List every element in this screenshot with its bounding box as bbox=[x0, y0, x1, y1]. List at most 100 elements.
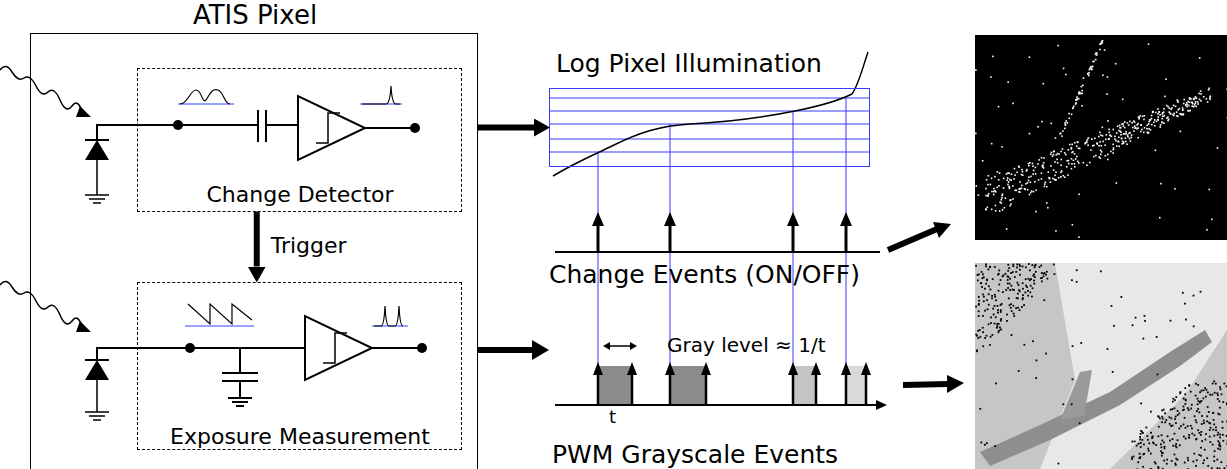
noise-dot bbox=[1040, 277, 1042, 279]
noise-dot bbox=[1201, 423, 1203, 425]
noise-dot bbox=[998, 273, 1000, 275]
event-dot bbox=[1068, 118, 1070, 120]
noise-dot bbox=[1021, 306, 1023, 308]
event-dot bbox=[1021, 188, 1023, 190]
noise-dot bbox=[1026, 286, 1028, 288]
event-dot bbox=[1200, 93, 1202, 95]
event-dot bbox=[1199, 57, 1201, 59]
event-dot bbox=[1099, 49, 1101, 51]
event-dot bbox=[1058, 177, 1060, 179]
event-dot bbox=[1041, 157, 1043, 159]
noise-dot bbox=[1187, 468, 1189, 469]
event-dot bbox=[1177, 116, 1179, 118]
event-dot bbox=[1176, 111, 1178, 113]
event-dot bbox=[1115, 63, 1117, 65]
event-dot bbox=[1013, 178, 1015, 180]
noise-dot bbox=[1022, 265, 1024, 267]
noise-dot bbox=[1152, 436, 1154, 438]
event-dot bbox=[1159, 111, 1161, 113]
event-dot bbox=[1074, 142, 1076, 144]
event-dot bbox=[1064, 152, 1066, 154]
event-dot bbox=[1035, 189, 1037, 191]
plot-label: PWM Grayscale Events bbox=[552, 440, 838, 469]
event-dot bbox=[1037, 126, 1039, 128]
noise-dot bbox=[1080, 342, 1082, 344]
wire bbox=[372, 347, 422, 349]
event-dot bbox=[1157, 108, 1159, 110]
noise-dot bbox=[1205, 396, 1207, 398]
noise-dot bbox=[1039, 266, 1041, 268]
event-dot bbox=[1016, 172, 1018, 174]
noise-dot bbox=[1002, 274, 1004, 276]
output-arrow bbox=[903, 384, 948, 385]
noise-dot bbox=[1184, 393, 1186, 395]
event-dot bbox=[1052, 178, 1054, 180]
noise-dot bbox=[1217, 394, 1219, 396]
noise-dot bbox=[1212, 429, 1214, 431]
event-dot bbox=[1108, 138, 1110, 140]
event-dot bbox=[1117, 141, 1119, 143]
noise-dot bbox=[1156, 336, 1158, 338]
event-dot bbox=[1068, 113, 1070, 115]
light-ray-head bbox=[76, 321, 91, 332]
event-dot bbox=[988, 193, 990, 195]
noise-dot bbox=[995, 299, 997, 301]
event-dot bbox=[1144, 127, 1146, 129]
noise-dot bbox=[1031, 264, 1033, 266]
event-dot bbox=[1054, 161, 1056, 163]
pixel-box: ATIS PixelChange DetectorExposure Measur… bbox=[30, 33, 478, 469]
event-dot bbox=[1071, 147, 1073, 149]
event-dot bbox=[1028, 165, 1030, 167]
noise-dot bbox=[989, 266, 991, 268]
noise-dot bbox=[1195, 383, 1197, 385]
pwm-arrows bbox=[593, 362, 871, 405]
event-dot bbox=[1062, 175, 1064, 177]
noise-dot bbox=[1027, 295, 1029, 297]
noise-dot bbox=[1209, 436, 1211, 438]
event-dot bbox=[1030, 181, 1032, 183]
event-dot bbox=[1128, 124, 1130, 126]
event-dot bbox=[1100, 157, 1102, 159]
noise-dot bbox=[1148, 442, 1150, 444]
noise-dot bbox=[1034, 276, 1036, 278]
event-dot bbox=[1065, 120, 1067, 122]
event-dot bbox=[1107, 120, 1109, 122]
event-dot bbox=[1041, 178, 1043, 180]
noise-dot bbox=[1143, 444, 1145, 446]
noise-dot bbox=[986, 335, 988, 337]
noise-dot bbox=[1008, 276, 1010, 278]
noise-dot bbox=[1133, 456, 1135, 458]
noise-dot bbox=[1195, 465, 1197, 467]
noise-dot bbox=[979, 408, 981, 410]
noise-dot bbox=[1171, 460, 1173, 462]
pwm-arrow-head bbox=[701, 362, 711, 375]
event-dot bbox=[1030, 176, 1032, 178]
event-dot bbox=[1185, 105, 1187, 107]
noise-dot bbox=[1184, 387, 1186, 389]
noise-dot bbox=[1183, 409, 1185, 411]
noise-dot bbox=[1185, 319, 1187, 321]
noise-dot bbox=[1200, 291, 1202, 293]
noise-dot bbox=[1220, 461, 1222, 463]
noise-dot bbox=[1175, 422, 1177, 424]
event-dot bbox=[1140, 131, 1142, 133]
event-dot bbox=[1182, 114, 1184, 116]
event-dot bbox=[1152, 111, 1154, 113]
noise-dot bbox=[1136, 468, 1138, 469]
grid-line bbox=[549, 139, 870, 140]
noise-dot bbox=[1178, 428, 1180, 430]
noise-dot bbox=[987, 269, 989, 271]
noise-dot bbox=[1223, 383, 1225, 385]
event-dots bbox=[975, 40, 1227, 238]
noise-dot bbox=[1148, 450, 1150, 452]
noise-dot bbox=[1028, 263, 1030, 265]
event-dot bbox=[1195, 103, 1197, 105]
event-dot bbox=[1135, 127, 1137, 129]
event-dot bbox=[1163, 115, 1165, 117]
noise-dot bbox=[1036, 360, 1038, 362]
event-dot bbox=[1113, 147, 1115, 149]
event-dot bbox=[1042, 166, 1044, 168]
event-dot bbox=[1091, 69, 1093, 71]
event-dot bbox=[1019, 188, 1021, 190]
noise-dot bbox=[976, 349, 978, 351]
